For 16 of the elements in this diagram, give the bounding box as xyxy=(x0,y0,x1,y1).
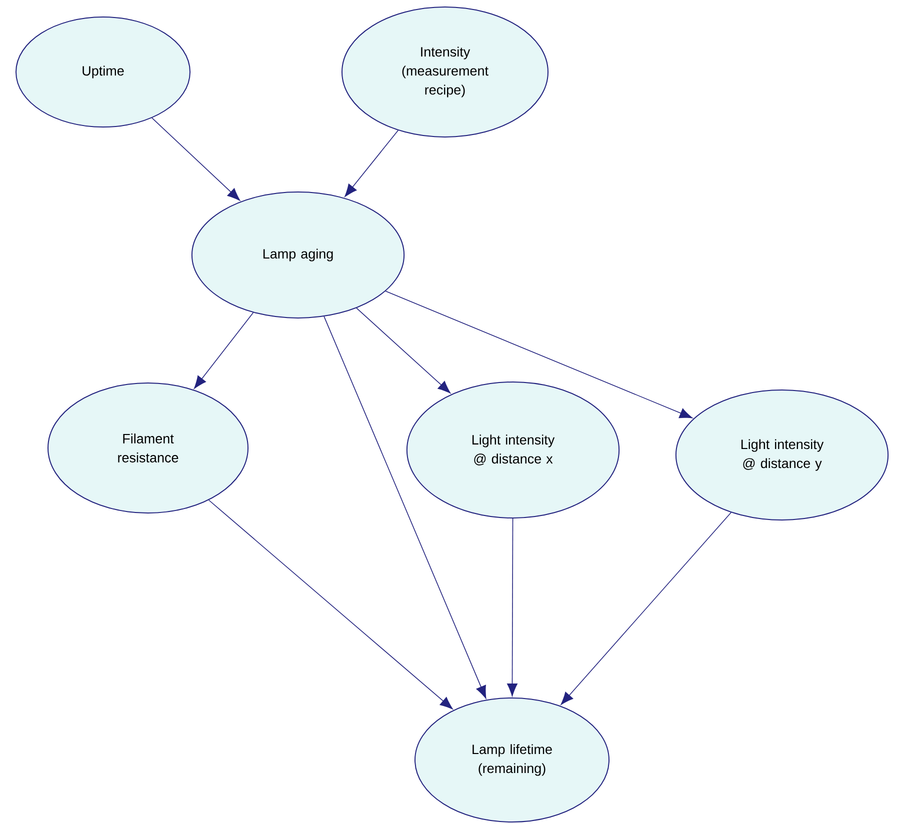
ellipse-node: Uptime xyxy=(16,16,190,128)
ellipse-node: Lamp lifetime (remaining) xyxy=(414,698,610,822)
ellipse-node: Filament resistance xyxy=(48,382,248,514)
arrow xyxy=(356,308,451,394)
ellipse-node: Light intensity @ distance x xyxy=(406,382,620,518)
ellipse-node: Lamp aging xyxy=(191,192,405,318)
arrow xyxy=(344,130,398,197)
arrow xyxy=(208,500,453,710)
arrow xyxy=(152,118,240,201)
arrow xyxy=(507,518,518,696)
arrow xyxy=(560,512,732,705)
ellipse-node: Light intensity @ distance y xyxy=(675,390,889,520)
arrow xyxy=(385,290,692,418)
arrow xyxy=(194,312,254,389)
ellipse-node: Intensity (measurement recipe) xyxy=(342,6,548,138)
arrow xyxy=(324,316,486,699)
